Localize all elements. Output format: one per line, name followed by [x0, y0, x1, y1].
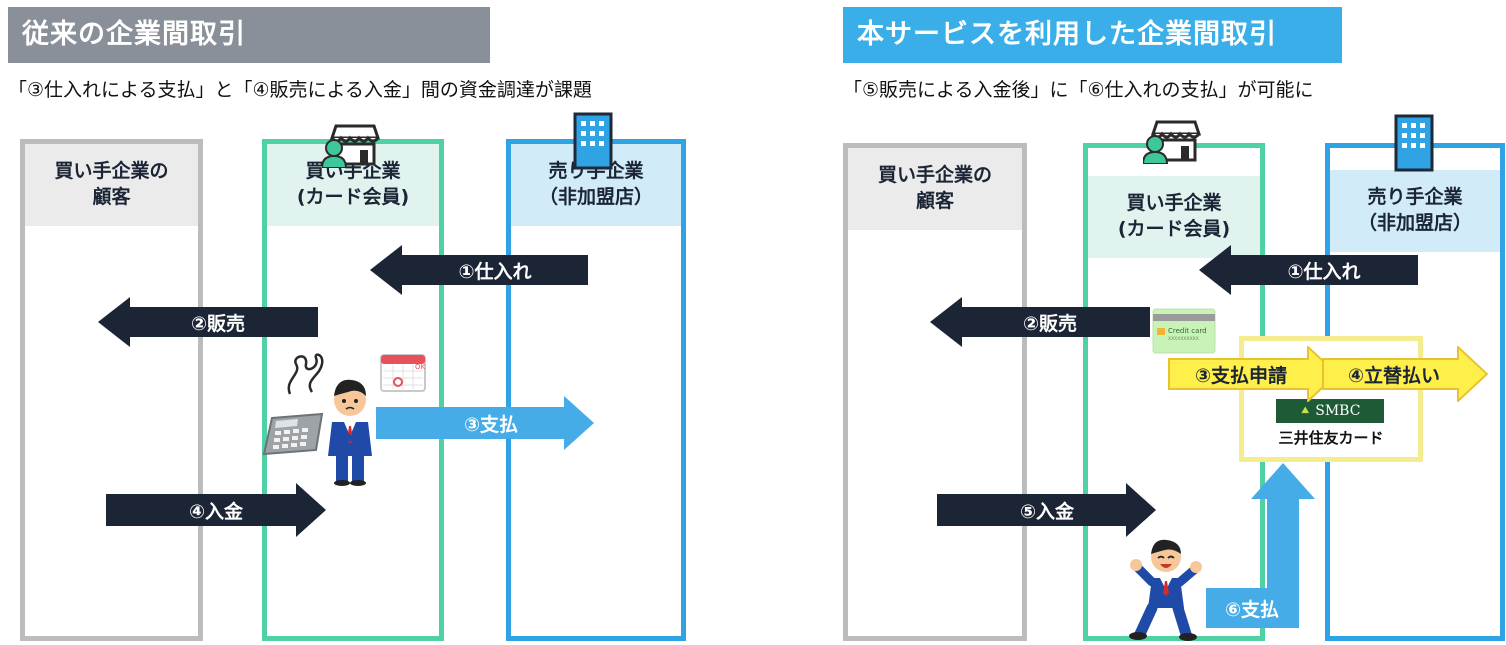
calendar-ok-text: OK — [415, 363, 426, 371]
arrow-label: ①仕入れ — [458, 260, 532, 283]
building-icon — [573, 112, 613, 170]
arrow-label: ①仕入れ — [1287, 260, 1361, 283]
column-label: 買い手企業の 顧客 — [54, 160, 169, 208]
arrow-label: ④立替払い — [1347, 364, 1441, 387]
arrow-payment: ③支払 — [376, 396, 594, 450]
column-label: 売り手企業 （非加盟店） — [538, 160, 653, 208]
arrow-label: ⑥支払 — [1224, 598, 1280, 621]
arrow-label: ④入金 — [188, 500, 244, 523]
arrow-purchase: ①仕入れ — [370, 245, 588, 295]
smbc-card-box: ⯅ SMBC 三井住友カード — [1239, 336, 1423, 462]
column-header: 売り手企業 （非加盟店） — [1330, 170, 1500, 252]
arrow-label: ②販売 — [1022, 312, 1078, 335]
arrow-payment-request: ③支払申請 — [1168, 346, 1338, 402]
right-customer-column: 買い手企業の 顧客 — [843, 143, 1027, 641]
worried-businessman-icon — [328, 379, 372, 486]
right-title-banner: 本サービスを利用した企業間取引 — [843, 7, 1342, 63]
smbc-logo: ⯅ SMBC — [1276, 399, 1384, 423]
arrow-label: ③支払 — [463, 413, 519, 436]
credit-card-label: Credit card — [1168, 327, 1207, 335]
column-label: 買い手企業 (カード会員) — [1117, 192, 1231, 240]
store-icon — [1143, 120, 1201, 164]
happy-businessman-icon — [1129, 539, 1202, 641]
left-seller-column: 売り手企業 （非加盟店） — [506, 139, 686, 641]
arrow-sale: ②販売 — [930, 297, 1150, 347]
arrow-label: ⑤入金 — [1019, 500, 1075, 523]
calendar-icon: OK — [380, 354, 426, 392]
left-customer-column: 買い手企業の 顧客 — [20, 139, 203, 641]
left-title-banner: 従来の企業間取引 — [8, 7, 490, 63]
column-header: 買い手企業の 顧客 — [848, 148, 1022, 230]
smbc-brand-text: SMBC — [1315, 403, 1361, 419]
building-icon — [1394, 114, 1434, 172]
arrow-deposit: ④入金 — [106, 483, 326, 537]
left-title: 従来の企業間取引 — [22, 19, 246, 50]
column-label: 売り手企業 （非加盟店） — [1357, 186, 1472, 234]
smbc-leaf-icon: ⯅ — [1299, 403, 1311, 419]
payment-label-box: ⑥支払 — [1206, 588, 1298, 628]
store-icon — [322, 124, 380, 168]
column-header: 買い手企業 (カード会員) — [1088, 176, 1260, 258]
right-subtitle: 「⑤販売による入金後」に「⑥仕入れの支払」が可能に — [843, 79, 1314, 101]
credit-card-number: XXXXXXXXXX — [1168, 336, 1199, 342]
credit-card-icon: Credit card XXXXXXXXXX — [1152, 308, 1216, 354]
arrow-payment-up — [1251, 463, 1315, 628]
smbc-company-name: 三井住友カード — [1278, 429, 1384, 447]
arrow-label: ②販売 — [190, 312, 246, 335]
arrow-label: ③支払申請 — [1194, 364, 1288, 387]
right-title: 本サービスを利用した企業間取引 — [857, 19, 1277, 50]
left-subtitle: 「③仕入れによる支払」と「④販売による入金」間の資金調達が課題 — [8, 79, 592, 101]
calculator-icon — [262, 412, 324, 456]
arrow-purchase: ①仕入れ — [1199, 245, 1418, 295]
arrow-deposit: ⑤入金 — [937, 483, 1156, 537]
worry-scribble-icon — [287, 353, 324, 395]
arrow-sale: ②販売 — [98, 297, 318, 347]
right-seller-column: 売り手企業 （非加盟店） — [1325, 143, 1505, 641]
column-label: 買い手企業の 顧客 — [877, 164, 992, 212]
column-header: 買い手企業の 顧客 — [25, 144, 198, 226]
arrow-advance-payment: ④立替払い — [1322, 346, 1488, 402]
